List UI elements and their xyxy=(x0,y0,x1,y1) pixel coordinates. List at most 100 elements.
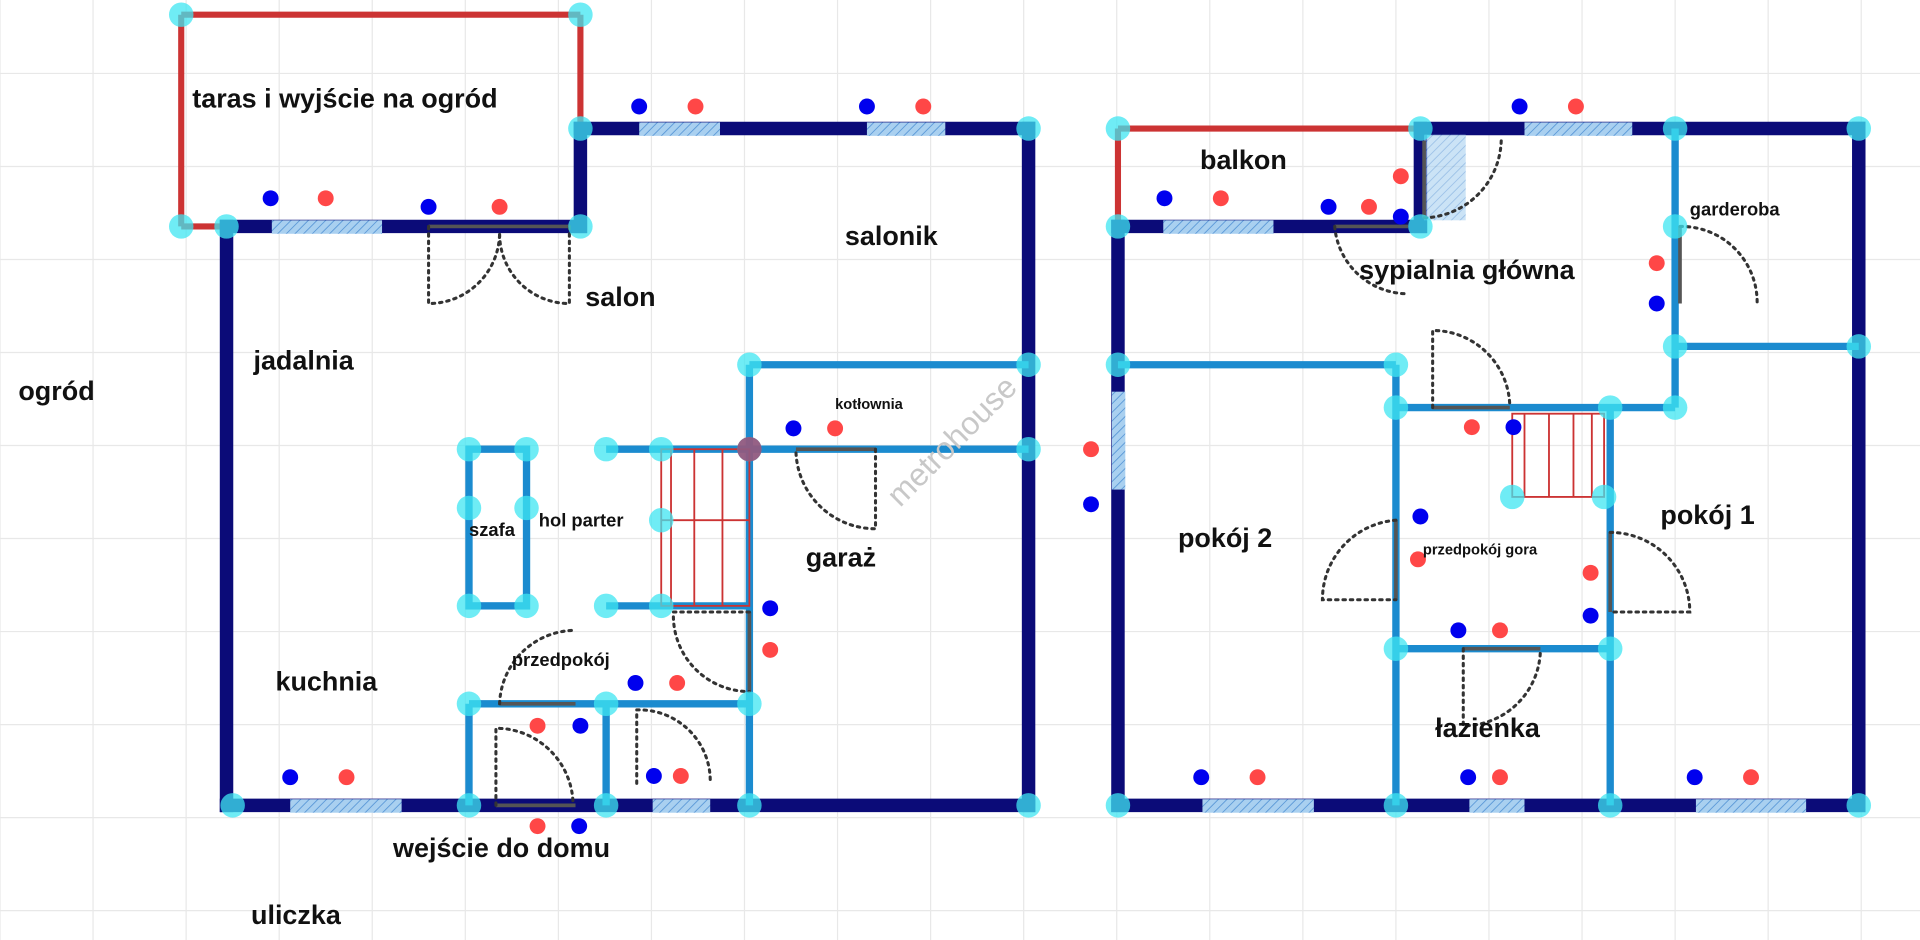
red-marker xyxy=(317,190,334,207)
wall-junction xyxy=(568,214,593,239)
blue-marker xyxy=(785,420,802,437)
wall-junction xyxy=(593,793,619,818)
terrace-outline xyxy=(178,11,584,230)
blue-marker xyxy=(1156,190,1173,207)
wall-junction xyxy=(568,2,593,27)
label-kuchnia: kuchnia xyxy=(276,666,379,696)
wall-junction xyxy=(1408,116,1433,141)
markers xyxy=(262,98,1759,835)
wall-junction xyxy=(1105,116,1131,141)
blue-marker xyxy=(762,600,779,617)
wall-junction xyxy=(1016,352,1041,377)
blue-marker xyxy=(1505,419,1522,436)
red-marker xyxy=(1361,198,1377,215)
wall-junction xyxy=(514,593,539,619)
wall-junction xyxy=(1105,214,1131,239)
wall-junction xyxy=(1597,395,1623,420)
blue-marker xyxy=(1392,208,1409,225)
label-ogrod: ogród xyxy=(18,376,94,406)
red-marker xyxy=(1463,419,1480,436)
label-garaz: garaż xyxy=(806,543,876,573)
wall-junction xyxy=(1383,395,1409,420)
blue-marker xyxy=(858,98,875,115)
wall-junction xyxy=(1105,793,1131,818)
wall-junction xyxy=(1383,636,1409,661)
label-szafa: szafa xyxy=(469,519,516,540)
blue-marker xyxy=(262,190,279,207)
blue-marker xyxy=(1083,496,1099,513)
wall-junction xyxy=(737,436,762,462)
blue-marker xyxy=(645,768,662,784)
red-marker xyxy=(529,717,546,734)
red-marker xyxy=(1648,255,1665,272)
wall-junction xyxy=(1662,334,1688,359)
label-salon: salon xyxy=(585,282,655,312)
wall-junction xyxy=(593,691,619,717)
wall-junction xyxy=(456,593,482,619)
label-hol-parter: hol parter xyxy=(539,509,624,530)
red-marker xyxy=(1392,168,1409,185)
wall-junction xyxy=(1846,334,1872,359)
label-balkon: balkon xyxy=(1200,145,1287,175)
wall-junction xyxy=(514,436,539,462)
red-marker xyxy=(1083,441,1099,458)
blue-marker xyxy=(1320,198,1337,215)
wall-junction xyxy=(1597,793,1623,818)
label-przedpokoj-gora: przedpokój gora xyxy=(1423,542,1538,558)
blue-marker xyxy=(631,98,648,115)
red-marker xyxy=(687,98,704,115)
wall-junction xyxy=(456,793,482,818)
ground-floor-plan xyxy=(178,11,1036,813)
wall-junction xyxy=(593,593,619,619)
red-marker xyxy=(1492,622,1508,639)
red-marker xyxy=(672,768,689,784)
wall-junction xyxy=(737,691,762,717)
windows-upper xyxy=(1111,122,1807,813)
doors-upper xyxy=(1320,139,1759,728)
wall-junction xyxy=(220,793,245,818)
wall-junction xyxy=(593,436,619,462)
wall-junctions xyxy=(168,2,1872,818)
watermark: metrohouse xyxy=(879,369,1023,513)
blue-marker xyxy=(572,717,589,734)
blue-marker xyxy=(1648,295,1665,312)
label-kotlownia: kotłownia xyxy=(835,397,904,413)
blue-marker xyxy=(282,769,299,786)
blue-marker xyxy=(1686,769,1703,786)
red-marker xyxy=(1212,190,1229,207)
red-marker xyxy=(1410,551,1426,568)
label-wejscie: wejście do domu xyxy=(392,833,610,863)
wall-junction xyxy=(1105,352,1131,377)
red-marker xyxy=(1249,769,1266,786)
windows xyxy=(271,122,946,813)
wall-junction xyxy=(1591,484,1617,510)
label-salonik: salonik xyxy=(845,221,938,251)
wall-junction xyxy=(456,436,482,462)
blue-marker xyxy=(1193,769,1210,786)
room-labels: taras i wyjście na ogród salonik salon j… xyxy=(18,84,1780,930)
wall-junction xyxy=(1846,116,1872,141)
red-marker xyxy=(827,420,844,437)
blue-marker xyxy=(420,198,437,215)
red-marker xyxy=(1492,769,1508,786)
wall-junction xyxy=(1016,436,1041,462)
label-sypialnia: sypialnia główna xyxy=(1359,255,1576,285)
wall-junction xyxy=(568,116,593,141)
wall-junction xyxy=(1662,214,1688,239)
red-marker xyxy=(1567,98,1584,115)
label-lazienka: łazienka xyxy=(1435,713,1541,743)
label-taras: taras i wyjście na ogród xyxy=(192,84,497,114)
wall-junction xyxy=(1662,116,1688,141)
red-marker xyxy=(915,98,932,115)
wall-junction xyxy=(214,214,239,239)
blue-marker xyxy=(1511,98,1528,115)
wall-junction xyxy=(648,436,674,462)
blue-marker xyxy=(1582,607,1599,624)
doors xyxy=(427,224,878,808)
blue-marker xyxy=(1412,508,1429,525)
blue-marker xyxy=(571,818,588,835)
red-marker xyxy=(529,818,546,835)
wall-junction xyxy=(648,593,674,619)
wall-junction xyxy=(456,495,482,521)
